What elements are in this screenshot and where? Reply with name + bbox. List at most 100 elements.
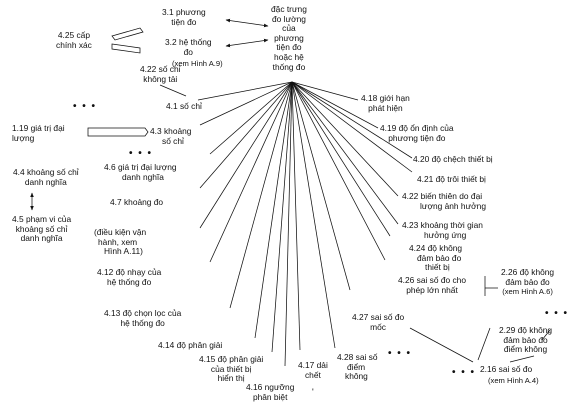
node-4-18-line-2: phát hiện: [368, 102, 403, 113]
node-3-1-line-1: 3.1 phương: [162, 7, 206, 17]
node-4-24-line-2: đảm bảo đo: [417, 252, 462, 263]
node-4-13-line-1: 4.13 độ chọn lọc của: [104, 308, 182, 318]
node-2-29-line-1: 2.29 độ không: [499, 325, 553, 335]
node-4-28-line-3: không: [345, 371, 368, 382]
node-4-27-line-1: 4.27 sai số đo: [352, 312, 405, 322]
node-1-19-line-2: lượng: [12, 132, 35, 143]
node-4-21-instrumental-drift: 4.21 độ trôi thiết bị: [417, 174, 486, 184]
center-line-5: tiện đo: [276, 42, 302, 53]
ellipsis-interval: • • •: [129, 148, 153, 159]
conditions-line-3: Hình A.11): [104, 246, 143, 257]
node-4-22b-line-2: lượng ảnh hưởng: [420, 200, 486, 211]
node-4-16-line-1: 4.16 ngưỡng: [246, 382, 295, 392]
ellipsis-indication: • • •: [73, 101, 97, 112]
node-4-4-line-2: danh nghĩa: [24, 176, 67, 187]
node-4-20-instrumental-bias: 4.20 độ chệch thiết bị: [413, 154, 493, 164]
node-4-7-measuring-interval: 4.7 khoảng đo: [110, 197, 164, 207]
node-4-19-line-1: 4.19 độ ổn định của: [380, 123, 454, 133]
node-4-22-line-2: không tải: [143, 73, 178, 84]
node-4-1-indication: 4.1 số chỉ: [166, 101, 202, 111]
node-4-16-line-2: phân biệt: [252, 391, 288, 402]
node-4-25-line-2: chính xác: [56, 39, 92, 50]
node-4-25-line-1: 4.25 cấp: [57, 30, 90, 40]
node-4-23-line-1: 4.23 khoảng thời gian: [402, 220, 483, 230]
conditions-line-2: hành, xem: [98, 236, 138, 247]
node-2-26-line-1: 2.26 độ không: [501, 267, 555, 277]
node-4-28-line-2: điểm: [347, 361, 366, 372]
node-4-26-line-2: phép lớn nhất: [406, 284, 458, 295]
node-4-24-line-1: 4.24 độ không: [409, 243, 463, 253]
node-4-5-line-1: 4.5 phạm vi của: [12, 214, 72, 224]
center-line-6: hoặc hệ: [274, 51, 304, 62]
node-4-13-line-2: hệ thống đo: [120, 317, 165, 328]
node-4-4-line-1: 4.4 khoảng số chỉ: [13, 167, 79, 177]
node-3-1-line-2: tiện đo: [171, 16, 197, 27]
node-4-15-line-1: 4.15 độ phân giải: [199, 354, 264, 364]
node-3-2-line-2: đo: [183, 46, 193, 57]
ellipsis-zero-error: • • •: [388, 348, 412, 359]
center-line-2: đo lường: [271, 13, 306, 24]
node-3-2-reference: (xem Hình A.9): [172, 59, 223, 68]
node-4-24-line-3: thiết bị: [425, 262, 450, 273]
node-4-6-line-2: danh nghĩa: [122, 171, 164, 182]
node-4-5-line-3: danh nghĩa: [20, 233, 63, 244]
node-4-22b-line-1: 4.22 biến thiên do đại: [402, 191, 483, 201]
node-2-29-line-3: điểm không: [503, 344, 548, 355]
node-4-22-line-1: 4.22 số chỉ: [140, 64, 181, 74]
node-4-14-resolution: 4.14 độ phân giải: [158, 340, 223, 350]
node-4-5-line-2: khoảng số chỉ: [15, 223, 68, 234]
node-4-17-line-1: 4.17 dải: [298, 360, 328, 370]
node-4-23-line-2: hưởng ứng: [424, 229, 467, 240]
node-2-26-line-2: đảm bảo đo: [505, 276, 550, 287]
node-4-15-line-3: hiển thị: [217, 373, 245, 384]
center-line-7: thống đo: [272, 61, 306, 72]
node-4-12-line-2: hệ thống đo: [107, 276, 152, 287]
node-4-18-line-1: 4.18 giới hạn: [361, 93, 410, 103]
ellipsis-uncertainty: • • •: [545, 308, 569, 319]
node-2-29-line-2: đảm bảo đo: [503, 334, 548, 345]
ellipsis-measurement-error: • • •: [452, 367, 476, 378]
center-line-1: đặc trưng: [271, 4, 307, 14]
node-4-26-line-1: 4.26 sai số đo cho: [398, 275, 466, 285]
node-4-15-line-2: của thiết bị: [210, 363, 252, 374]
node-2-16-reference: (xem Hình A.4): [488, 376, 539, 385]
node-4-6-line-1: 4.6 giá trị đại lượng: [104, 162, 177, 172]
node-2-26-line-3: (xem Hình A.6): [502, 287, 553, 297]
node-4-27-line-2: mốc: [370, 321, 386, 332]
node-4-17-line-2: chết: [304, 369, 321, 380]
conditions-line-1: (điều kiện vận: [94, 227, 147, 237]
node-4-12-line-1: 4.12 độ nhạy của: [97, 267, 162, 277]
node-2-16-measurement-error: 2.16 sai số đo: [480, 364, 533, 374]
node-1-19-line-1: 1.19 giá trị đại: [12, 123, 65, 133]
node-4-19-line-2: phương tiện đo: [388, 132, 446, 143]
center-line-3: của: [282, 23, 296, 34]
node-3-2-line-1: 3.2 hệ thống: [165, 37, 212, 47]
